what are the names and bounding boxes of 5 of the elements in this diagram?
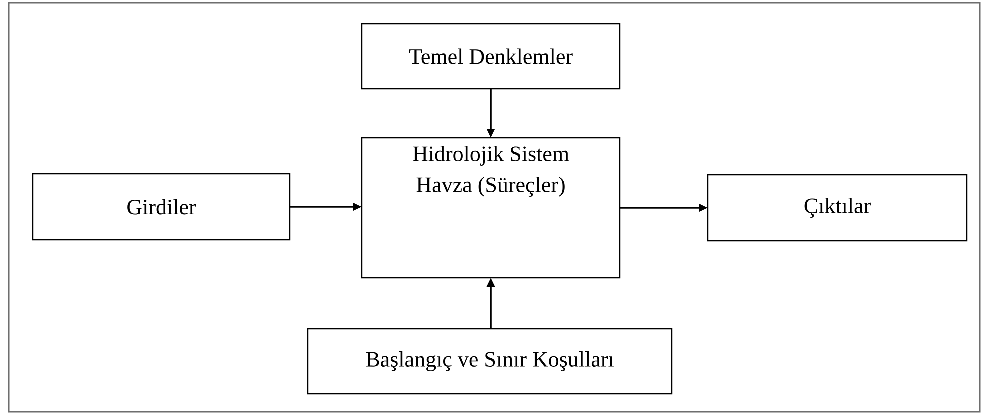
process-box: Temel Denklemler bbox=[361, 23, 621, 90]
process-box: Girdiler bbox=[32, 173, 291, 241]
process-box: Hidrolojik Sistem Havza (Süreçler) bbox=[361, 137, 621, 279]
process-box: Çıktılar bbox=[707, 174, 968, 242]
process-box: Başlangıç ve Sınır Koşulları bbox=[307, 328, 673, 395]
